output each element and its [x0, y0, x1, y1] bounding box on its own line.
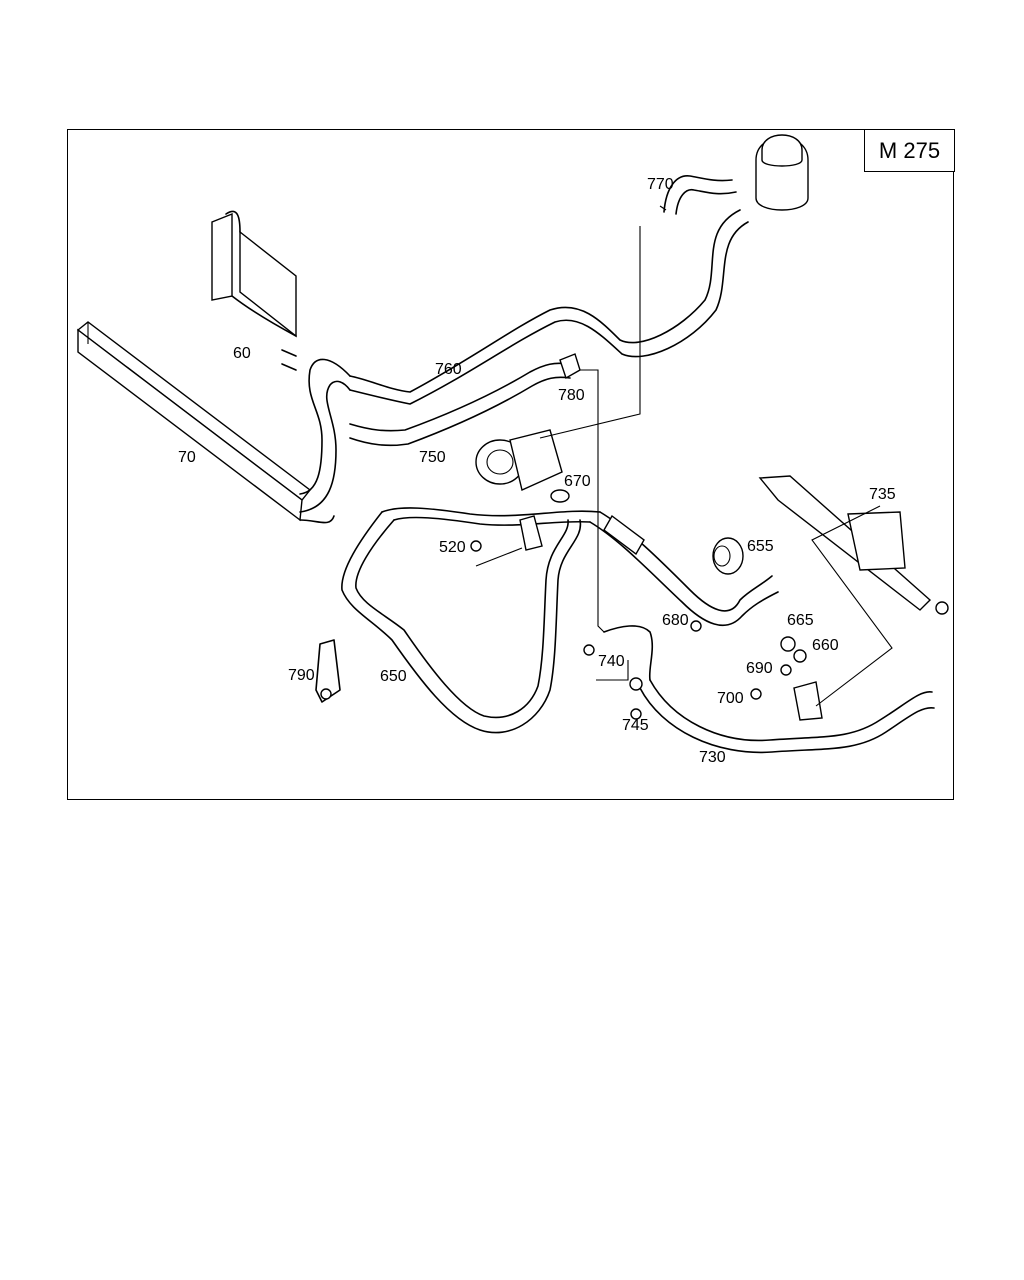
leader-lines	[475, 205, 893, 707]
callout-60: 60	[233, 345, 251, 362]
pump-670	[475, 429, 570, 503]
reservoir-770	[663, 134, 809, 215]
callout-660: 660	[812, 637, 839, 654]
model-badge: M 275	[864, 129, 955, 172]
callout-735: 735	[869, 486, 896, 503]
callout-690: 690	[746, 660, 773, 677]
hose-650	[341, 507, 601, 734]
callout-655: 655	[747, 538, 774, 555]
hose-pressure	[589, 511, 779, 627]
steering-gear-735	[758, 475, 949, 615]
callout-760: 760	[435, 361, 462, 378]
callout-730: 730	[699, 749, 726, 766]
callout-650: 650	[380, 668, 407, 685]
line-750	[349, 362, 571, 447]
callout-745: 745	[622, 717, 649, 734]
damper-655	[712, 537, 744, 575]
callout-780: 780	[558, 387, 585, 404]
callout-70: 70	[178, 449, 196, 466]
callout-700: 700	[717, 690, 744, 707]
callout-750: 750	[419, 449, 446, 466]
diagram-frame	[67, 129, 954, 800]
callout-740: 740	[598, 653, 625, 670]
oil-cooler-70	[76, 321, 311, 522]
callout-520: 520	[439, 539, 466, 556]
line-760	[349, 209, 749, 405]
callout-680: 680	[662, 612, 689, 629]
callout-790: 790	[288, 667, 315, 684]
callout-770: 770	[647, 176, 674, 193]
hose-730	[603, 625, 935, 754]
callout-670: 670	[564, 473, 591, 490]
cooler-pipes	[299, 358, 351, 524]
clamp-780	[559, 353, 581, 380]
callout-665: 665	[787, 612, 814, 629]
hardware	[315, 515, 823, 721]
oil-cooler-60	[211, 210, 297, 371]
